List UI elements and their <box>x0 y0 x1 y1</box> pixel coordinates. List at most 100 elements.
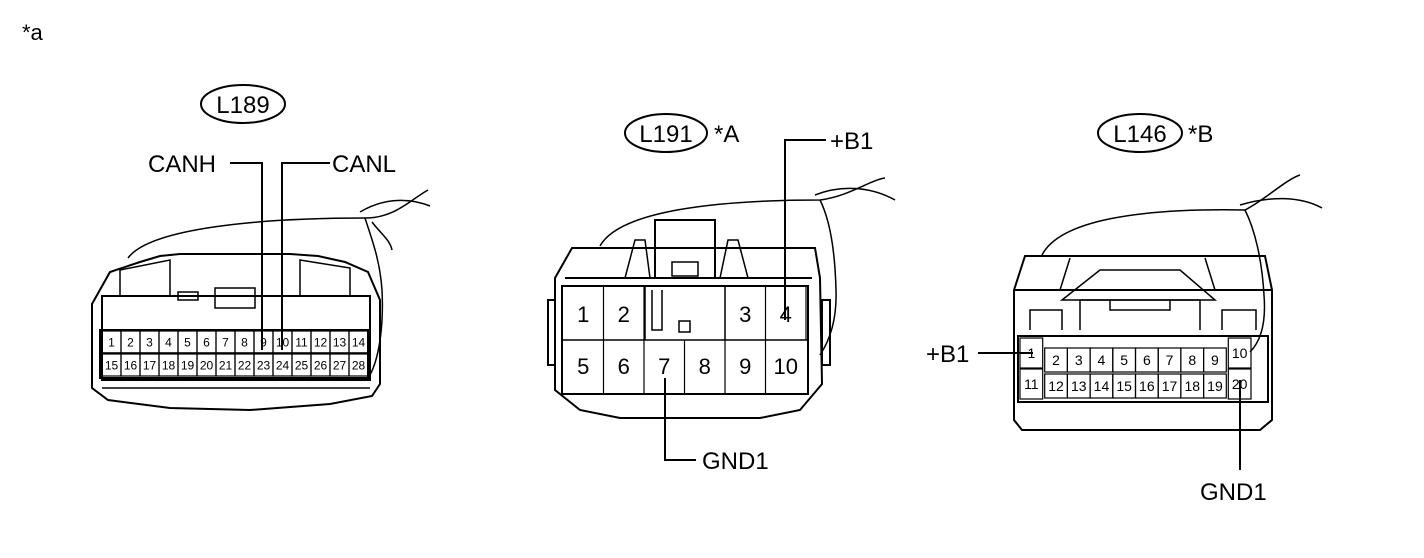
pin-number: 10 <box>774 354 798 379</box>
pin-cell: 20 <box>196 353 217 377</box>
signal-b1-label: +B1 <box>926 341 969 368</box>
pin-cell: 2 <box>120 330 141 354</box>
pin-cell: 12 <box>310 330 331 354</box>
pin-number: 16 <box>1139 378 1155 394</box>
pin-cell: 2 <box>1044 347 1068 373</box>
pin-cell: 11 <box>291 330 312 354</box>
pin-number: 22 <box>238 358 252 372</box>
pin-number: 2 <box>127 335 134 349</box>
pin-cell: 9 <box>1202 347 1227 373</box>
pin-number: 7 <box>1166 352 1174 368</box>
pin-cell: 12 <box>1044 373 1068 399</box>
connector-id-label: L191 <box>639 121 692 148</box>
pin-cell: 27 <box>329 353 350 377</box>
pin-number: 11 <box>1024 376 1039 392</box>
pin-number: 9 <box>1211 352 1219 368</box>
pin-cell: 14 <box>1089 373 1114 399</box>
pin-number: 15 <box>1116 378 1132 394</box>
signal-gnd1-label: GND1 <box>702 448 769 475</box>
pin-number: 26 <box>314 358 328 372</box>
pin-number: 4 <box>165 335 172 349</box>
pin-cell: 3 <box>739 287 767 340</box>
pin-cell: 9 <box>739 340 767 394</box>
pin-number: 18 <box>162 358 176 372</box>
pin-number: 7 <box>658 354 670 379</box>
connector-note: *A <box>714 121 739 148</box>
pin-number: 14 <box>352 335 366 349</box>
signal-b1-label: +B1 <box>830 128 873 155</box>
pin-cell: 1 <box>101 330 122 354</box>
pin-cell: 18 <box>1180 373 1205 399</box>
connector-id-badge <box>624 113 708 153</box>
pin-number: 7 <box>222 335 229 349</box>
pin-number: 4 <box>1098 352 1106 368</box>
pin-number: 2 <box>618 302 630 327</box>
pin-cell: 8 <box>234 330 255 354</box>
pin-cell: 5 <box>577 340 605 394</box>
pin-number: 3 <box>1075 352 1083 368</box>
pin-cell: 16 <box>1134 373 1159 399</box>
pin-number: 12 <box>314 335 328 349</box>
pin-cell: 6 <box>618 340 645 394</box>
pin-number: 27 <box>333 358 347 372</box>
pin-cell: 7 <box>658 340 686 394</box>
pin-number: 2 <box>1052 352 1060 368</box>
pin-number: 8 <box>699 354 711 379</box>
pin-number: 15 <box>105 358 119 372</box>
pin-cell: 1 <box>577 287 605 340</box>
pin-number: 13 <box>333 335 347 349</box>
pin-cell: 5 <box>1112 347 1137 373</box>
pin-cell: 4 <box>780 287 807 340</box>
pin-cell: 19 <box>177 353 198 377</box>
pin-cell: 3 <box>139 330 160 354</box>
pin-number: 1 <box>577 302 589 327</box>
pin-number: 6 <box>618 354 630 379</box>
pin-cell: 13 <box>1066 373 1091 399</box>
pin-number: 18 <box>1184 378 1200 394</box>
pin-cell: 10 <box>1227 337 1252 369</box>
pin-number: 9 <box>260 335 267 349</box>
pin-cell: 17 <box>1157 373 1182 399</box>
pin-cell: 25 <box>291 353 312 377</box>
pin-cell: 9 <box>253 330 274 354</box>
pin-number: 20 <box>200 358 214 372</box>
pin-cell: 6 <box>196 330 217 354</box>
pin-number: 8 <box>241 335 248 349</box>
signal-gnd1-label: GND1 <box>1200 479 1267 506</box>
pin-number: 12 <box>1048 378 1064 394</box>
pin-cell: 24 <box>272 353 293 377</box>
connector-note: *B <box>1188 121 1213 148</box>
pin-cell: 4 <box>158 330 179 354</box>
pin-number: 10 <box>1232 345 1248 361</box>
pin-number: 28 <box>352 358 366 372</box>
pin-number: 13 <box>1071 378 1087 394</box>
pin-number: 8 <box>1188 352 1196 368</box>
pin-cell: 19 <box>1202 373 1227 399</box>
pin-number: 17 <box>1162 378 1178 394</box>
pin-number: 3 <box>739 302 751 327</box>
pin-cell: 10 <box>774 354 798 379</box>
pin-cell: 2 <box>618 287 645 340</box>
pin-number: 16 <box>124 358 138 372</box>
pin-number: 19 <box>1207 378 1223 394</box>
pin-cell: 3 <box>1066 347 1091 373</box>
pin-cell: 26 <box>310 353 331 377</box>
pin-number: 6 <box>203 335 210 349</box>
pin-cell: 4 <box>1089 347 1114 373</box>
pin-cell: 7 <box>215 330 236 354</box>
pin-number: 5 <box>184 335 191 349</box>
pin-number: 14 <box>1094 378 1110 394</box>
pin-cell: 18 <box>158 353 179 377</box>
pin-cell: 28 <box>348 353 369 377</box>
pin-grid <box>1017 335 1269 403</box>
pin-cell: 7 <box>1157 347 1182 373</box>
pin-cell: 15 <box>101 353 122 377</box>
pin-number: 11 <box>295 335 308 349</box>
pin-number: 3 <box>146 335 153 349</box>
pin-number: 23 <box>257 358 271 372</box>
pin-cell: 23 <box>253 353 274 377</box>
pin-cell: 13 <box>329 330 350 354</box>
